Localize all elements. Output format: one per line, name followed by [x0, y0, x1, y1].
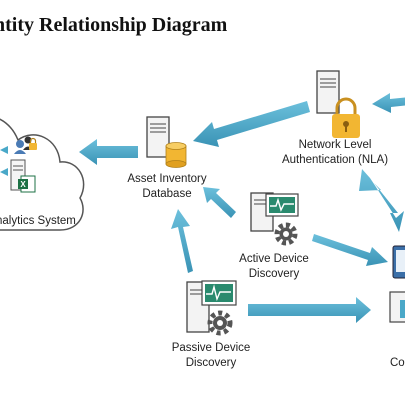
nla-label-line2: Authentication (NLA)	[281, 154, 389, 166]
cloud-arrow-icons	[0, 146, 8, 176]
svg-text:X: X	[20, 180, 26, 189]
cloud-contents: X	[0, 136, 37, 193]
passive-gear-icon	[207, 310, 233, 336]
arrow-db-to-cloud	[79, 139, 138, 165]
arrow-active-to-db	[203, 187, 236, 218]
nla-label-line1: Network Level	[298, 139, 372, 151]
lock-icon	[332, 97, 360, 138]
arrow-active-to-tablet	[312, 234, 388, 266]
asset-db-label-line2: Database	[142, 188, 192, 200]
active-gear-icon	[274, 222, 298, 246]
arrow-passive-to-db	[171, 209, 193, 273]
active-discovery-icon	[250, 192, 299, 232]
nla-label: Network Level Authentication (NLA)	[270, 138, 400, 168]
active-label: Active Device Discovery	[224, 252, 324, 282]
analytics-label: nalytics System	[0, 215, 76, 227]
arrow-right-to-nla	[372, 93, 405, 113]
asset-db-label: Asset Inventory Database	[117, 172, 217, 202]
active-label-line2: Discovery	[248, 268, 300, 280]
page-title: ntity Relationship Diagram	[0, 14, 228, 36]
asset-db-icon	[146, 116, 187, 168]
nla-server-icon	[316, 70, 340, 114]
passive-discovery-icon	[186, 280, 237, 333]
passive-label: Passive Device Discovery	[161, 341, 261, 371]
arrow-nla-to-db	[193, 101, 310, 147]
small-lock-icon	[29, 137, 37, 150]
excel-icon: X	[18, 175, 36, 193]
desktop-icon	[389, 291, 405, 323]
passive-label-line2: Discovery	[185, 357, 237, 369]
passive-label-line1: Passive Device	[171, 342, 251, 354]
active-label-line1: Active Device	[239, 253, 309, 265]
arrow-passive-to-desktop	[248, 297, 371, 323]
asset-db-label-line1: Asset Inventory	[127, 173, 207, 185]
arrow-nla-to-tablet	[359, 169, 404, 232]
clipped-label: Co	[390, 357, 405, 369]
tablet-icon	[392, 245, 405, 279]
